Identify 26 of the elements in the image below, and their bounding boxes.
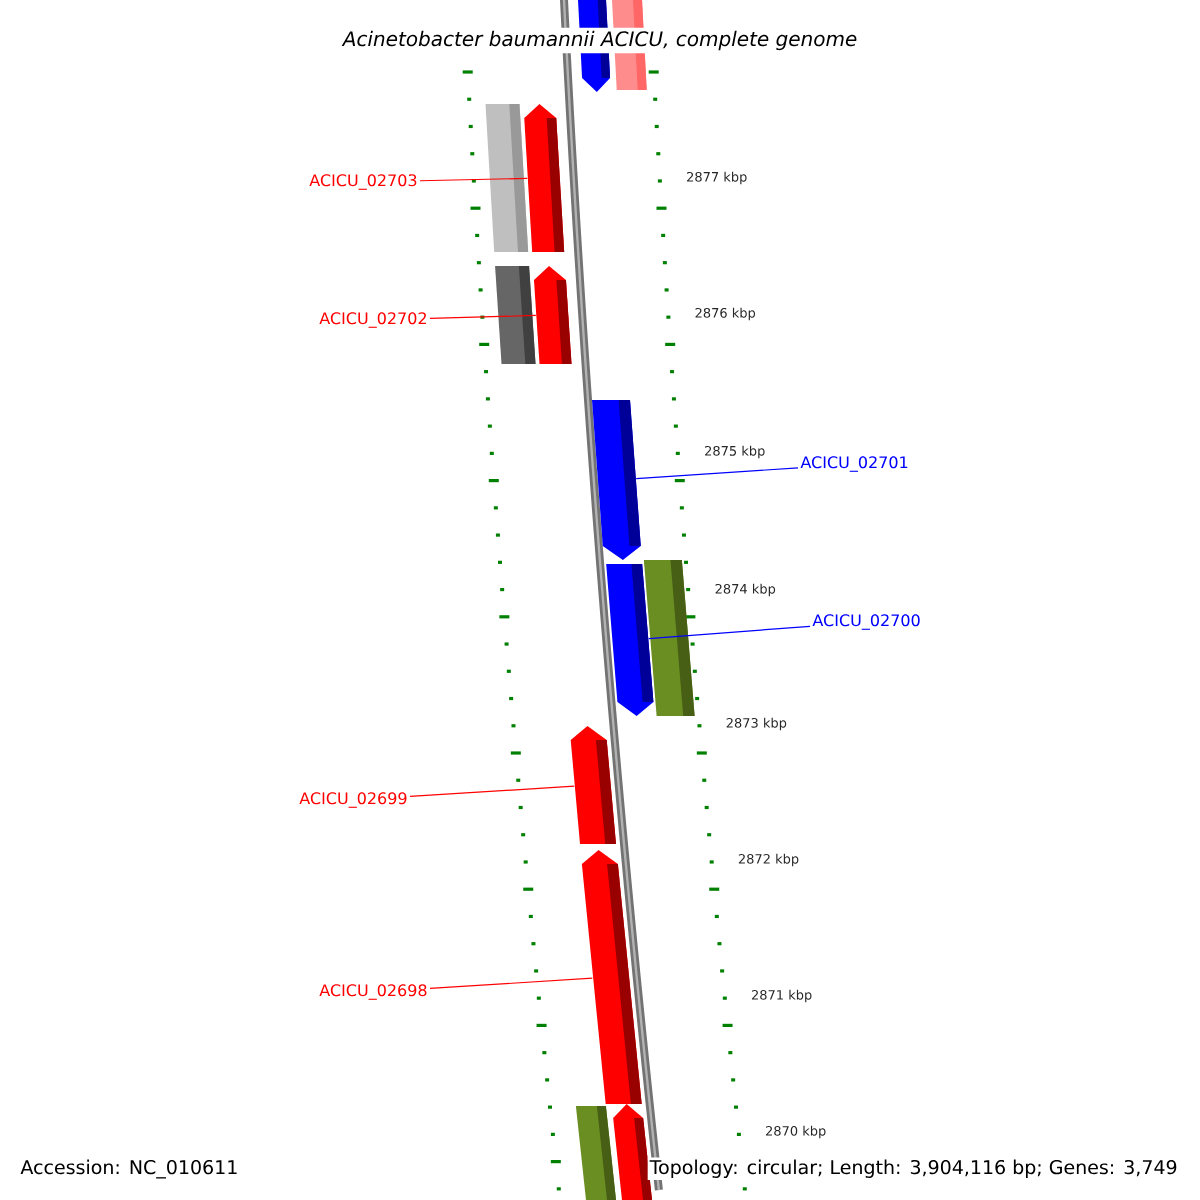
gene-label: ACICU_02700 [812, 614, 920, 630]
leader-line [409, 785, 575, 798]
gene-feature [570, 726, 616, 844]
gene-label: ACICU_02703 [309, 174, 417, 190]
gene-feature [613, 1104, 652, 1200]
gene-feature [575, 1106, 616, 1200]
gene-feature [524, 104, 565, 252]
gene-feature [495, 266, 536, 364]
genome-info-text: Topology: circular; Length: 3,904,116 bp; Genes: 3,749 [647, 1157, 1180, 1180]
gene-label: ACICU_02698 [319, 984, 427, 1000]
title: Acinetobacter baumannii ACICU, complete genome [339, 27, 861, 54]
leader-line [648, 625, 811, 640]
leader-line [429, 314, 537, 320]
gene-label: ACICU_02701 [800, 456, 908, 472]
leader-line [635, 467, 799, 480]
gene-feature [581, 850, 642, 1104]
gene-feature [592, 400, 641, 560]
gene-feature [533, 266, 572, 364]
leader-line [419, 177, 528, 182]
gene-label: ACICU_02702 [319, 312, 426, 328]
gene-feature [643, 560, 695, 716]
gene-feature [485, 104, 529, 252]
gene-feature [606, 564, 654, 716]
accession-text: Accession: NC_010611 [18, 1157, 241, 1181]
gene-label: ACICU_02699 [299, 792, 407, 808]
leader-line [429, 977, 593, 990]
